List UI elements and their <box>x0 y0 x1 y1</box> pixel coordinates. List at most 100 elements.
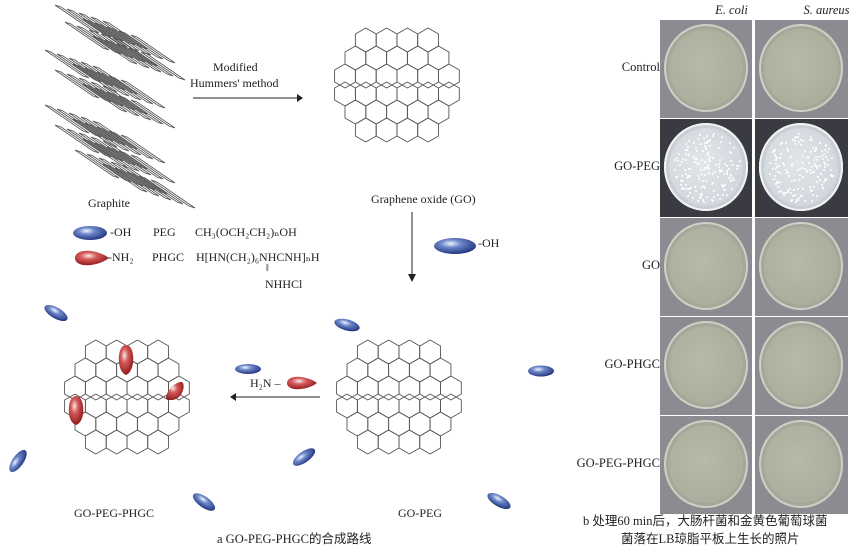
bacterial-colony <box>779 189 782 192</box>
bacterial-colony <box>816 180 819 183</box>
arrow-down-icon <box>408 212 416 282</box>
petri-dish <box>664 123 748 211</box>
bacterial-colony <box>816 159 819 162</box>
bacterial-colony <box>823 161 826 164</box>
bacterial-colony <box>799 139 802 142</box>
bacterial-colony <box>813 170 816 173</box>
bacterial-colony <box>801 155 804 158</box>
bacterial-colony <box>703 136 706 139</box>
bacterial-colony <box>707 157 710 160</box>
bacterial-colony <box>673 158 676 161</box>
bacterial-colony <box>795 136 798 139</box>
phgc-reagent-icon <box>287 376 317 390</box>
bacterial-colony <box>787 191 790 194</box>
peg-blue-ellipse-icon <box>73 226 107 240</box>
agar-plate-e-coli <box>660 20 752 118</box>
bacterial-colony <box>725 173 728 176</box>
hexagon-ring <box>126 393 149 419</box>
bacterial-colony <box>815 166 818 169</box>
row-label: GO-PEG <box>614 159 660 173</box>
bacterial-colony <box>814 149 817 152</box>
bacterial-colony <box>774 175 777 178</box>
bacterial-colony <box>698 197 701 200</box>
peg-chain-icon <box>192 493 216 511</box>
bacterial-colony <box>774 153 777 156</box>
bacterial-colony <box>792 194 795 197</box>
bacterial-colony <box>688 167 691 170</box>
hexagon-ring <box>375 117 398 143</box>
bacterial-colony <box>789 155 792 158</box>
bacterial-colony <box>695 146 698 149</box>
bacterial-colony <box>775 156 778 159</box>
bacterial-colony <box>804 167 807 170</box>
agar-plate-e-coli <box>660 218 752 316</box>
phgc-chain-icon <box>68 396 84 425</box>
bacterial-colony <box>709 160 712 163</box>
bacterial-colony <box>705 166 708 169</box>
bacterial-colony <box>689 174 692 177</box>
hexagon-ring <box>396 27 419 53</box>
hexagon-ring <box>84 339 107 365</box>
bacterial-colony <box>712 182 715 185</box>
bacterial-colony <box>719 168 722 171</box>
arrow-left-icon <box>230 393 320 401</box>
phgc-reagent-label: H₂N – <box>250 376 281 390</box>
petri-dish <box>759 420 843 508</box>
hexagon-ring <box>440 393 462 419</box>
bacterial-colony <box>687 167 690 170</box>
bacterial-colony <box>679 164 682 167</box>
bacterial-colony <box>687 140 690 143</box>
bacterial-colony <box>800 166 803 169</box>
bacterial-colony <box>821 150 824 153</box>
bacterial-colony <box>823 169 826 172</box>
bacterial-colony <box>704 186 707 189</box>
hexagon-ring <box>419 339 441 365</box>
bacterial-colony <box>730 179 733 182</box>
bacterial-colony <box>708 139 711 142</box>
bacterial-colony <box>783 192 786 195</box>
bacterial-colony <box>716 175 719 178</box>
hexagon-ring <box>377 393 400 419</box>
bacterial-colony <box>693 185 696 188</box>
bacterial-colony <box>711 156 714 159</box>
bacterial-colony <box>812 147 815 150</box>
hexagon-ring <box>438 63 460 89</box>
legend-phgc-group: -NH₂ <box>108 250 134 264</box>
bacterial-colony <box>694 161 697 164</box>
hexagon-ring <box>336 375 358 401</box>
hexagon-ring <box>419 375 441 401</box>
hexagon-ring <box>136 411 159 437</box>
bacterial-colony <box>733 147 736 150</box>
bacterial-colony <box>699 168 702 171</box>
bacterial-colony <box>797 168 800 171</box>
bacterial-colony <box>796 188 799 191</box>
petri-dish <box>759 222 843 310</box>
bacterial-colony <box>730 159 733 162</box>
agar-plate-e-coli <box>660 416 752 514</box>
bacterial-colony <box>801 187 804 190</box>
hexagon-ring <box>417 81 439 107</box>
hexagon-ring <box>427 45 450 71</box>
bacterial-colony <box>710 198 713 201</box>
row-label: GO-PEG-PHGC <box>576 456 660 470</box>
bacterial-colony <box>702 199 705 202</box>
bacterial-colony <box>728 151 731 154</box>
hexagon-ring <box>367 357 390 383</box>
bacterial-colony <box>703 142 706 145</box>
agar-plate-e-coli <box>660 119 752 217</box>
bacterial-colony <box>700 186 703 189</box>
bacterial-colony <box>811 194 814 197</box>
bacterial-colony <box>831 175 834 178</box>
hexagon-ring <box>95 411 118 437</box>
bacterial-colony <box>722 173 725 176</box>
bacterial-colony <box>679 183 682 186</box>
bacterial-colony <box>695 158 698 161</box>
bacterial-colony <box>775 162 778 165</box>
hexagon-ring <box>126 429 149 455</box>
bacterial-colony <box>684 169 687 172</box>
bacterial-colony <box>707 152 710 155</box>
bacterial-colony <box>831 157 834 159</box>
bacterial-colony <box>677 160 680 163</box>
bacterial-colony <box>811 166 814 169</box>
bacterial-colony <box>719 197 722 200</box>
